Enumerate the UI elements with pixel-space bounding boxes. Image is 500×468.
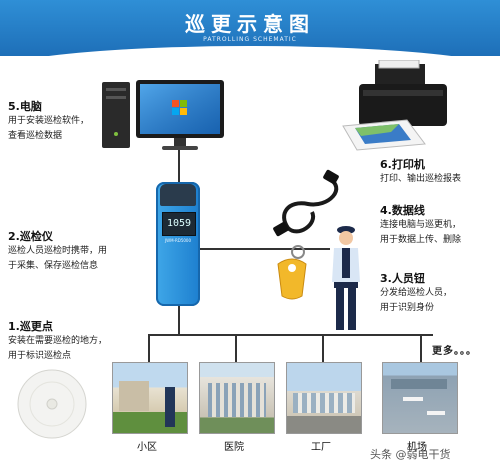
point-title: 1.巡更点 — [8, 320, 53, 333]
device-top-cap — [160, 184, 196, 206]
more-label: 更多。。。 — [432, 346, 477, 357]
location-photo-factory — [286, 362, 362, 434]
printer-icon — [342, 60, 447, 151]
device-screen-digits: 1059 — [166, 218, 192, 229]
page-title: 巡更示意图 — [185, 12, 315, 36]
data-cable-icon — [273, 169, 339, 237]
cable-desc-2: 用于数据上传、删除 — [380, 235, 462, 245]
location-caption-airport: 机场 — [407, 442, 427, 453]
node-computer-label: 5.电脑 用于安装巡检软件， 查看巡检数据 — [8, 98, 89, 144]
computer-icon — [102, 80, 224, 150]
header-wave — [0, 46, 500, 56]
connector-device-right — [198, 248, 330, 250]
computer-desc-1: 用于安装巡检软件， — [8, 116, 90, 126]
connector-loc-2 — [235, 334, 237, 362]
node-printer-label: 6.打印机 打印、输出巡检报表 — [380, 156, 461, 187]
location-photo-airport — [382, 362, 458, 434]
point-desc-2: 用于标识巡检点 — [8, 351, 72, 361]
page-subtitle: PATROLLING SCHEMATIC — [203, 36, 297, 43]
computer-desc-2: 查看巡检数据 — [8, 131, 63, 141]
device-screen: 1059 — [162, 212, 196, 236]
device-desc-2: 于采集、保存巡检信息 — [8, 261, 99, 271]
printer-desc-1: 打印、输出巡检报表 — [380, 174, 462, 184]
button-desc-2: 用于识别身份 — [380, 303, 435, 313]
watermark-text: 头条 @弱电干货 — [370, 448, 451, 461]
security-guard-figure — [332, 226, 360, 330]
connector-loc-4 — [420, 334, 422, 362]
location-photo-community — [112, 362, 188, 434]
printer-title: 6.打印机 — [380, 158, 425, 171]
button-desc-1: 分发给巡检人员， — [380, 288, 453, 298]
device-title: 2.巡检仪 — [8, 230, 53, 243]
cable-title: 4.数据线 — [380, 204, 425, 217]
connector-loc-1 — [148, 334, 150, 362]
node-button-label: 3.人员钮 分发给巡检人员， 用于识别身份 — [380, 270, 452, 316]
connector-loc-3 — [322, 334, 324, 362]
patrol-point-disc-icon — [17, 369, 87, 439]
header-banner: 巡更示意图 PATROLLING SCHEMATIC — [0, 0, 500, 56]
button-title: 3.人员钮 — [380, 272, 425, 285]
node-cable-label: 4.数据线 连接电脑与巡更机， 用于数据上传、删除 — [380, 202, 461, 248]
device-desc-1: 巡检人员巡检时携带，用 — [8, 246, 108, 256]
connector-locations-bus — [148, 334, 433, 336]
location-caption-factory: 工厂 — [311, 442, 331, 453]
rfid-keyfob-icon — [277, 245, 307, 300]
computer-title: 5.电脑 — [8, 100, 42, 113]
cable-desc-1: 连接电脑与巡更机， — [380, 220, 462, 230]
device-brand-label: JWM-RD5000 — [164, 238, 192, 243]
location-caption-hospital: 医院 — [224, 442, 244, 453]
patrol-device: 1059 JWM-RD5000 — [156, 182, 200, 306]
connector-computer-device — [178, 150, 180, 184]
node-point-label: 1.巡更点 安装在需要巡检的地方， 用于标识巡检点 — [8, 318, 107, 364]
point-desc-1: 安装在需要巡检的地方， — [8, 336, 108, 346]
location-photo-hospital — [199, 362, 275, 434]
connector-device-down — [178, 305, 180, 335]
location-caption-community: 小区 — [137, 442, 157, 453]
node-device-label: 2.巡检仪 巡检人员巡检时携带，用 于采集、保存巡检信息 — [8, 228, 107, 274]
